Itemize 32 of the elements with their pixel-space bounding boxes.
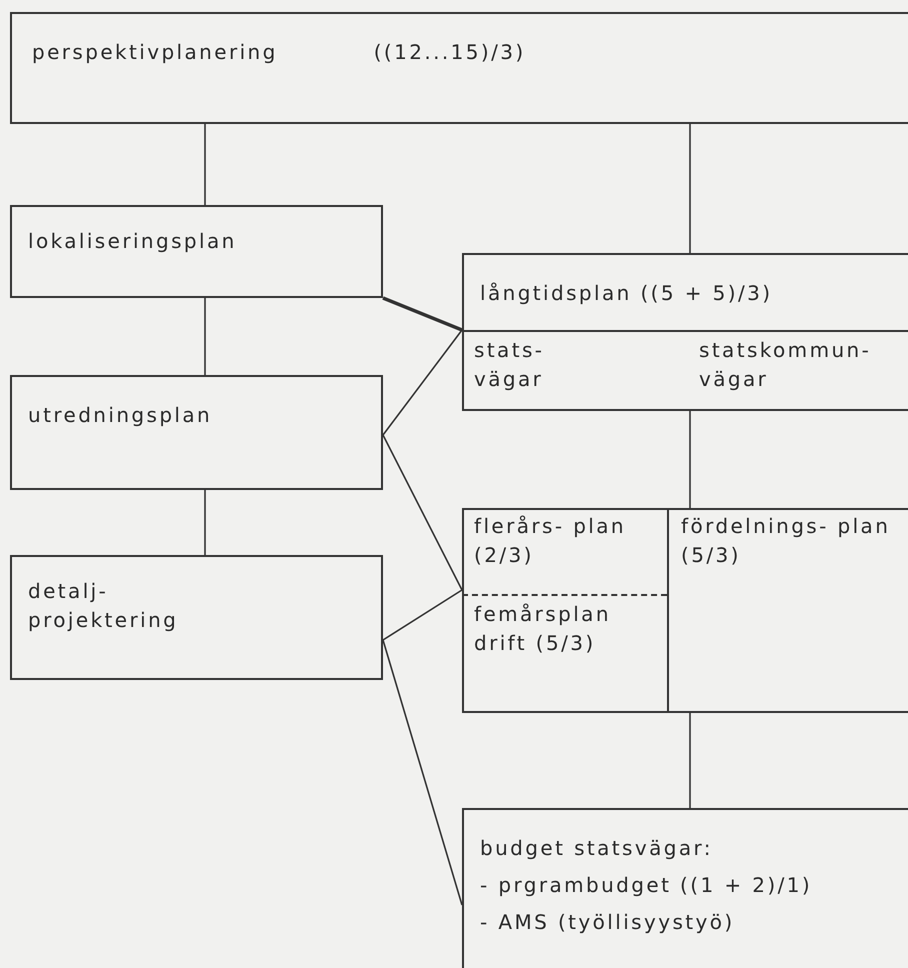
plan-box xyxy=(10,375,383,490)
plan-box xyxy=(10,12,908,124)
node-text: perspektivplanering xyxy=(32,39,278,66)
connector-line xyxy=(204,124,206,205)
plan-box xyxy=(10,205,383,298)
node-text: budget statsvägar: xyxy=(480,835,714,862)
connector-line xyxy=(382,296,463,332)
plan-box xyxy=(462,808,908,968)
node-text: stats- vägar xyxy=(474,337,546,393)
node-text: flerårs- plan (2/3) xyxy=(474,513,627,569)
plan-box xyxy=(462,253,908,411)
node-text: fördelnings- plan (5/3) xyxy=(681,513,892,569)
plan-box xyxy=(462,508,908,713)
connector-line xyxy=(382,330,463,436)
node-text: detalj- projektering xyxy=(28,578,180,634)
connector-line xyxy=(689,713,691,808)
connector-line xyxy=(382,434,463,590)
node-text: långtidsplan ((5 + 5)/3) xyxy=(480,280,774,307)
node-text: - prgrambudget ((1 + 2)/1) xyxy=(480,872,814,899)
node-text: - AMS (työllisyystyö) xyxy=(480,909,736,936)
node-text: femårsplan drift (5/3) xyxy=(474,601,612,657)
connector-line xyxy=(689,124,691,253)
connector-line xyxy=(382,640,463,906)
connector-line xyxy=(204,490,206,555)
node-text: utredningsplan xyxy=(28,402,214,429)
node-text: statskommun- vägar xyxy=(699,337,872,393)
node-text: ((12...15)/3) xyxy=(374,39,526,66)
plan-box xyxy=(10,555,383,680)
node-text: lokaliseringsplan xyxy=(28,228,238,255)
connector-line xyxy=(382,589,462,641)
connector-line xyxy=(204,298,206,375)
connector-line xyxy=(689,411,691,508)
